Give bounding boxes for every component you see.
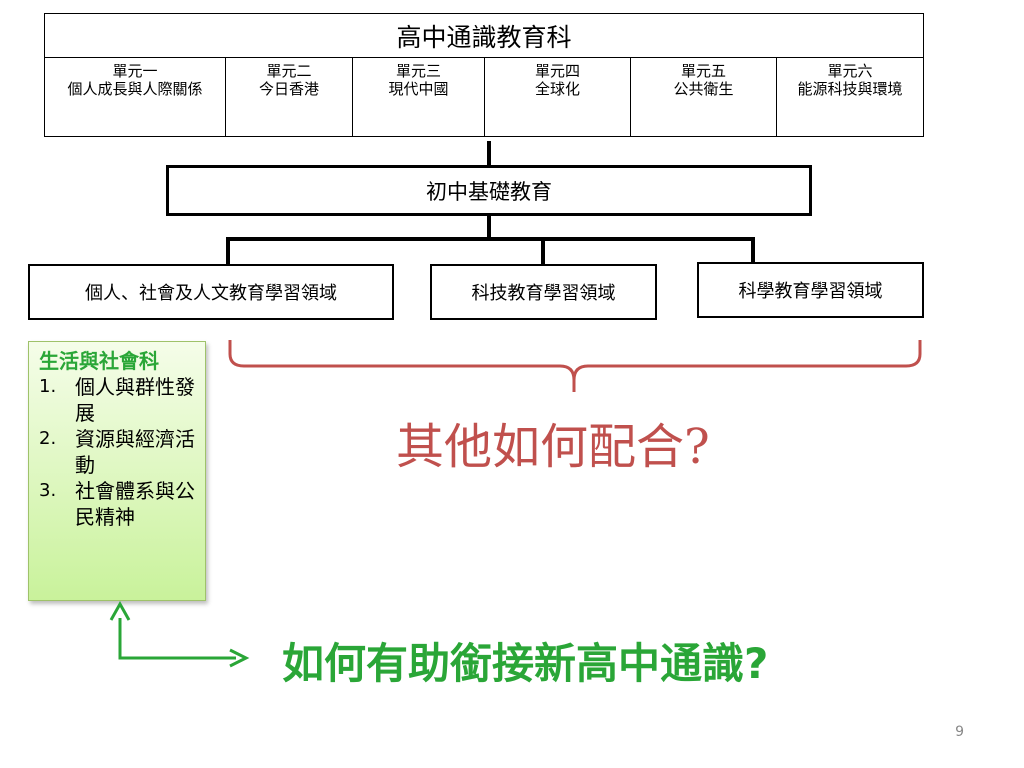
kla-label: 科學教育學習領域 xyxy=(738,281,883,302)
kla-label: 個人、社會及人文教育學習領域 xyxy=(85,283,337,304)
unit-number: 單元三 xyxy=(395,62,441,80)
list-number: 3. xyxy=(39,480,57,501)
unit-topic: 現代中國 xyxy=(388,80,449,98)
unit-topic: 今日香港 xyxy=(258,80,319,98)
list-item: 1. 個人與群性發展 xyxy=(39,374,197,426)
unit-cell-3: 單元三 現代中國 xyxy=(353,58,485,136)
life-and-society-list: 1. 個人與群性發展 2. 資源與經濟活動 3. 社會體系與公民精神 xyxy=(39,374,197,530)
list-number: 1. xyxy=(39,376,57,397)
unit-number: 單元二 xyxy=(266,62,312,80)
kla-box-technology: 科技教育學習領域 xyxy=(430,264,657,320)
unit-number: 單元五 xyxy=(680,62,726,80)
connector-line xyxy=(541,237,545,266)
list-item: 2. 資源與經濟活動 xyxy=(39,426,197,478)
unit-cell-2: 單元二 今日香港 xyxy=(226,58,353,136)
connector-line xyxy=(487,141,491,167)
unit-cell-5: 單元五 公共衛生 xyxy=(631,58,777,136)
list-text: 資源與經濟活動 xyxy=(75,427,195,477)
unit-topic: 全球化 xyxy=(534,80,580,98)
elbow-arrow-icon xyxy=(109,600,250,668)
kla-label: 科技教育學習領域 xyxy=(471,283,616,304)
unit-cell-1: 單元一 個人成長與人際關係 xyxy=(45,58,226,136)
page-number: 9 xyxy=(955,724,964,740)
kla-box-pshe: 個人、社會及人文教育學習領域 xyxy=(28,264,394,320)
list-text: 社會體系與公民精神 xyxy=(75,479,195,529)
junior-education-label: 初中基礎教育 xyxy=(426,179,552,204)
life-and-society-title: 生活與社會科 xyxy=(39,349,159,373)
connector-line xyxy=(226,237,755,241)
list-number: 2. xyxy=(39,428,57,449)
list-item: 3. 社會體系與公民精神 xyxy=(39,478,197,530)
unit-row: 單元一 個人成長與人際關係 單元二 今日香港 單元三 現代中國 單元四 全球化 … xyxy=(45,58,923,136)
other-coordination-question: 其他如何配合? xyxy=(396,419,710,475)
junior-education-box: 初中基礎教育 xyxy=(166,165,812,216)
bridging-question: 如何有助銜接新高中通識? xyxy=(282,639,769,688)
connector-line xyxy=(226,237,230,266)
senior-ls-table: 高中通識教育科 單元一 個人成長與人際關係 單元二 今日香港 單元三 現代中國 … xyxy=(44,13,924,137)
curly-brace-icon xyxy=(228,340,922,392)
unit-topic: 能源科技與環境 xyxy=(797,80,903,98)
list-text: 個人與群性發展 xyxy=(75,375,195,425)
kla-box-science: 科學教育學習領域 xyxy=(697,262,924,318)
unit-cell-6: 單元六 能源科技與環境 xyxy=(777,58,923,136)
unit-topic: 公共衛生 xyxy=(673,80,734,98)
unit-number: 單元一 xyxy=(112,62,158,80)
senior-ls-title: 高中通識教育科 xyxy=(45,14,923,58)
unit-topic: 個人成長與人際關係 xyxy=(67,80,203,98)
unit-cell-4: 單元四 全球化 xyxy=(485,58,631,136)
life-and-society-box: 生活與社會科 1. 個人與群性發展 2. 資源與經濟活動 3. 社會體系與公民精… xyxy=(28,341,206,601)
connector-line xyxy=(751,237,755,264)
unit-number: 單元四 xyxy=(534,62,580,80)
unit-number: 單元六 xyxy=(827,62,873,80)
connector-line xyxy=(487,216,491,240)
